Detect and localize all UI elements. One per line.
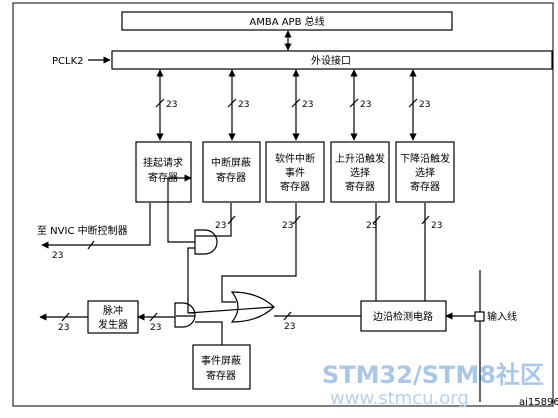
register-bus-links — [155, 69, 418, 141]
pulse-in-slash — [149, 312, 158, 322]
software-bus-width: 23 — [282, 221, 293, 231]
bus-width-label-2: 23 — [238, 100, 249, 110]
rising-trigger-line2: 选择 — [350, 166, 370, 179]
pulse-generator-line1: 脉冲 — [103, 304, 123, 317]
interrupt-and-gate — [194, 229, 218, 255]
bus-label: AMBA APB 总线 — [249, 15, 324, 28]
pulse-out-bus-width: 23 — [58, 323, 69, 333]
falling-trigger-line1: 下降沿触发 — [400, 152, 450, 165]
edge-out-bus-width: 23 — [284, 322, 295, 332]
watermark-title: STM32/STM8社区 — [322, 361, 544, 389]
amba-apb-bus — [121, 11, 453, 31]
falling-slash — [421, 215, 430, 225]
rising-trigger-line3: 寄存器 — [345, 180, 375, 193]
outer-frame — [12, 2, 554, 407]
falling-trigger-line2: 选择 — [415, 166, 435, 179]
nvic-output-path — [41, 203, 151, 250]
bus-width-label-4: 23 — [360, 100, 371, 110]
rising-trigger-select-register — [330, 141, 390, 203]
software-interrupt-event-register — [265, 141, 325, 203]
input-line-label: 输入线 — [487, 310, 517, 323]
falling-bus-width: 23 — [431, 221, 442, 231]
peripheral-interface — [111, 50, 553, 70]
event-mask-register — [192, 344, 251, 390]
software-interrupt-line3: 寄存器 — [280, 180, 310, 193]
software-slash — [292, 215, 301, 225]
and-input-from-or — [187, 247, 195, 313]
pending-register-line2: 寄存器 — [148, 171, 178, 184]
nvic-label: 至 NVIC 中断控制器 — [37, 224, 128, 237]
edge-out-slash — [283, 311, 292, 321]
mask-to-and-wire — [195, 203, 232, 237]
pending-request-register — [135, 141, 192, 203]
rising-bus-width: 23 — [366, 221, 377, 231]
edge-detect-label: 边沿检测电路 — [373, 310, 433, 323]
watermark-url: www.stmcu.org — [330, 388, 469, 409]
interrupt-mask-register — [202, 141, 261, 203]
rising-trigger-line1: 上升沿触发 — [335, 152, 385, 165]
rising-slash — [372, 215, 381, 225]
and-to-pending-wire — [167, 174, 195, 243]
event-mask-line2: 寄存器 — [206, 369, 236, 382]
bus-width-label-5: 23 — [419, 100, 430, 110]
event-mask-to-and — [195, 321, 223, 345]
software-interrupt-line2: 事件 — [285, 166, 305, 179]
bus-width-label-3: 23 — [302, 100, 313, 110]
pulse-in-bus-width: 23 — [150, 323, 161, 333]
falling-trigger-select-register — [395, 141, 455, 203]
edge-detect-circuit — [360, 300, 447, 332]
or-gate — [230, 291, 275, 323]
mask-bus-width: 23 — [215, 221, 226, 231]
software-interrupt-line1: 软件中断 — [275, 152, 315, 165]
clock-label: PCLK2 — [52, 56, 84, 67]
interrupt-mask-line2: 寄存器 — [216, 171, 246, 184]
software-to-or-wire — [221, 203, 297, 303]
or-output-junction — [187, 306, 275, 314]
input-pin — [474, 311, 485, 322]
mask-slash — [227, 215, 236, 225]
falling-trigger-line3: 寄存器 — [410, 180, 440, 193]
event-and-gate — [174, 302, 196, 328]
pulse-out-slash — [61, 312, 70, 322]
interrupt-mask-line1: 中断屏蔽 — [211, 156, 251, 169]
pending-register-line1: 挂起请求 — [143, 156, 183, 169]
bus-width-label-1: 23 — [166, 100, 177, 110]
nvic-bus-width: 23 — [52, 251, 63, 261]
pulse-generator — [87, 300, 139, 334]
event-mask-line1: 事件屏蔽 — [201, 354, 241, 367]
figure-id: ai15896b — [519, 397, 558, 408]
interface-label: 外设接口 — [311, 54, 351, 67]
pulse-generator-line2: 发生器 — [98, 318, 128, 331]
